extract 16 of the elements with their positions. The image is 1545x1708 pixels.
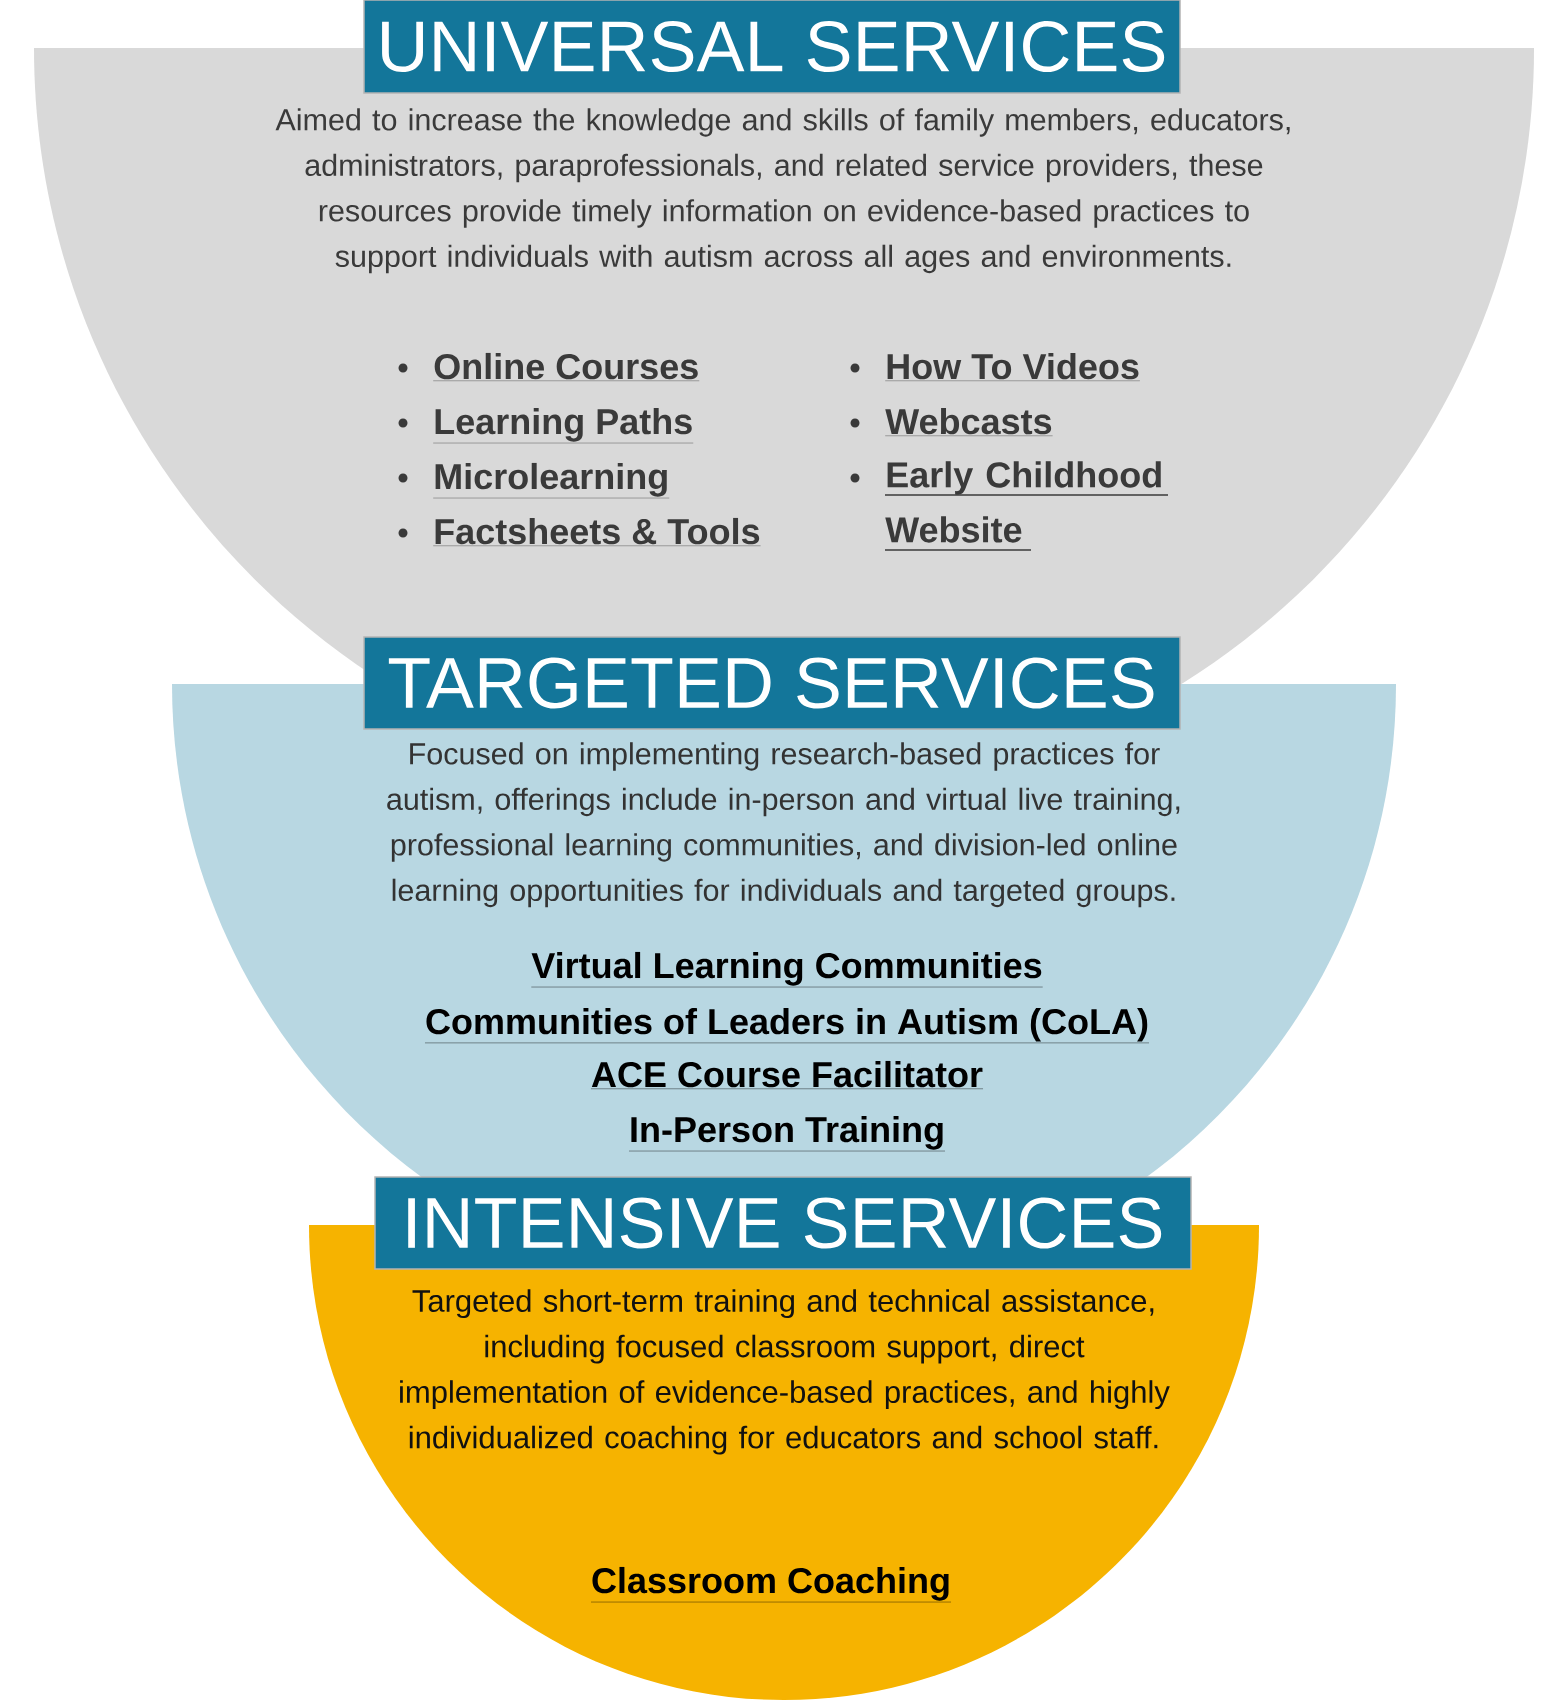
link-text: In-Person Training [628,1115,946,1152]
description-text: Aimed to increase the knowledge and skills of family members, educators, administrators, paraprofessionals, and related service providers, these resources provide timely information on evidence-based practices to support individuals with autism across all ages and environments. [275,108,1290,274]
link-text: Webcasts [885,407,1053,436]
link-text: Factsheets & Tools [433,517,761,546]
title-banner: UNIVERSAL SERVICES [363,0,1181,94]
link-text: Microlearning [433,462,670,499]
link-text: ACE Course Facilitator [590,1060,984,1089]
link-text: Online Courses [433,352,700,381]
link-text: How To Videos [885,352,1141,381]
link-text: Classroom Coaching [590,1566,952,1603]
description-text: Focused on implementing research-based practices for autism, offerings include in-person and virtual live training, professional learning communities, and division-led online learning opportunities for individuals and targeted groups. [387,742,1180,908]
link-text: Learning Paths [433,407,694,444]
link-text: Communities of Leaders in Autism (CoLA) [424,1007,1150,1044]
description-text: Targeted short-term training and technical assistance, including focused classroom support, direct implementation of evidence-based practices, and highly individualized coaching for educators and school staff. [400,1289,1170,1455]
link-text: Virtual Learning Communities [531,951,1043,988]
link-text: Early Childhood Website [884,461,1169,551]
